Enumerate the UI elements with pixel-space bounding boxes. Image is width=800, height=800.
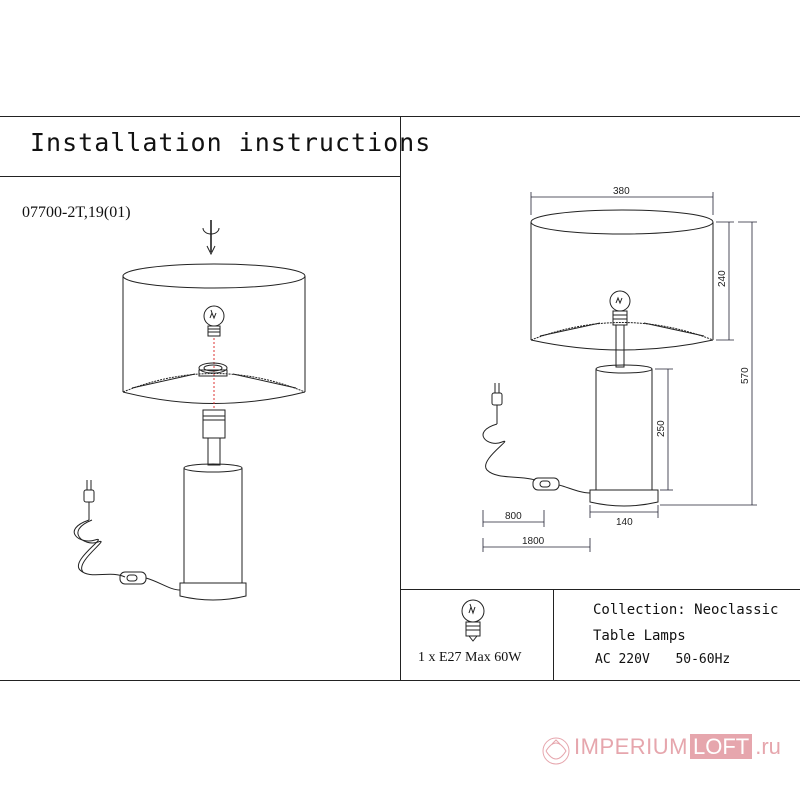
dim-shade-height: 240: [717, 270, 728, 287]
power-cord-right: [482, 383, 591, 494]
lamp-body-right: [589, 364, 659, 507]
lamp-shade-right: [530, 209, 714, 351]
page-title: Installation instructions: [30, 128, 432, 157]
power-cord-left: [73, 480, 181, 591]
frame-info-divider: [553, 589, 554, 681]
category-label: Table Lamps: [593, 628, 686, 644]
dim-total-height: 570: [740, 367, 751, 384]
dim-shade-width: 380: [613, 186, 630, 197]
shade-ring-left: [198, 362, 228, 377]
watermark-brand-b: LOFT: [690, 734, 753, 759]
collection-label: Collection: Neoclassic: [593, 602, 779, 618]
dim-base-width: 140: [616, 517, 633, 528]
bulb-icon-right: [609, 290, 631, 368]
watermark-brand-a: IMPERIUM: [574, 734, 688, 759]
frame-info-top: [400, 589, 800, 590]
electrical-spec: AC 220V 50-60Hz: [595, 652, 730, 667]
frame-title-underline: [0, 176, 400, 177]
rotate-icon: [202, 220, 220, 256]
frequency-label: 50-60Hz: [675, 652, 731, 667]
lamp-body-left: [179, 463, 247, 601]
bulb-spec: 1 x E27 Max 60W: [418, 650, 522, 665]
dim-cord-total: 1800: [522, 536, 545, 547]
dimension-lines: [482, 192, 757, 552]
lamp-shade-left: [122, 263, 306, 404]
frame-divider-vertical: [400, 116, 401, 681]
lamp-socket-left: [202, 409, 226, 466]
bulb-spec-icon: [461, 599, 485, 642]
bulb-icon-left: [203, 305, 225, 337]
model-number: 07700-2T,19(01): [22, 204, 131, 221]
dim-cord-to-switch: 800: [505, 511, 522, 522]
watermark-logo-icon: [542, 737, 570, 765]
voltage-label: AC 220V: [595, 652, 650, 667]
watermark-tld: .ru: [755, 734, 781, 759]
dim-base-height: 250: [656, 420, 667, 437]
